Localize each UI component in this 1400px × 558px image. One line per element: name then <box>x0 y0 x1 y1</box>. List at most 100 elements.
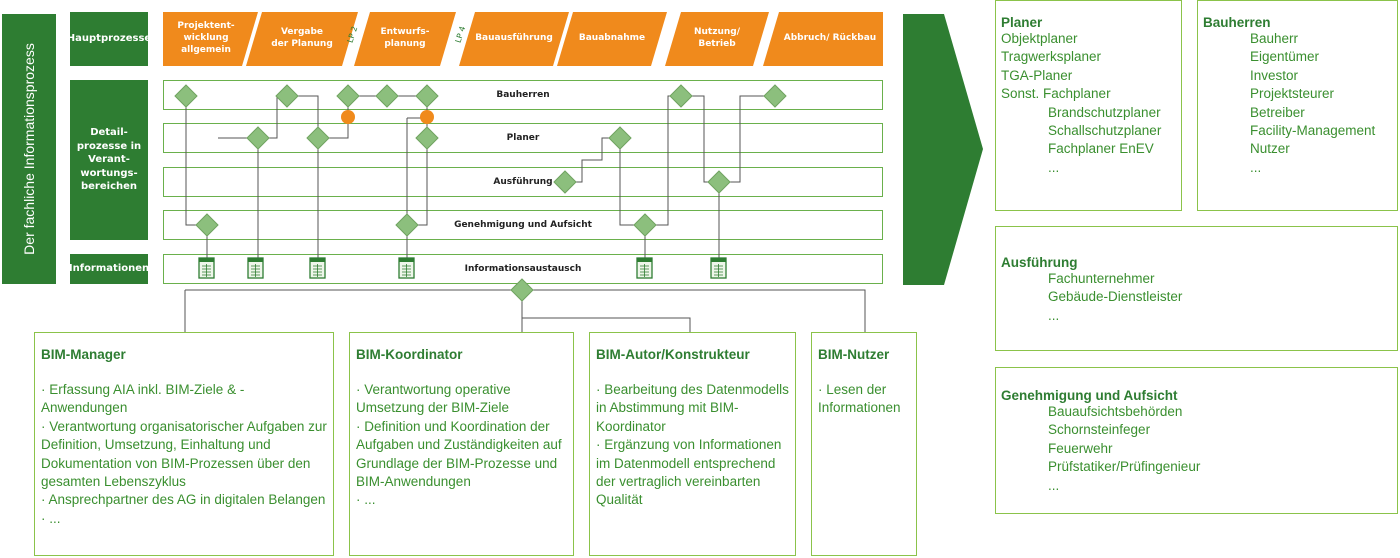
role-card-bauherren: Bauherren Bauherr Eigentümer Investor Pr… <box>1197 0 1398 211</box>
bim-card-line: · ... <box>356 492 376 508</box>
connector-line <box>645 95 681 226</box>
lane-genehmigung <box>163 210 883 240</box>
connector-line <box>185 96 207 226</box>
document-icon <box>309 257 326 279</box>
lane-label-text: Ausführung <box>493 177 553 187</box>
role-card-title: Ausführung <box>1001 255 1078 270</box>
role-card-ausfuehrung: Ausführung Fachunternehmer Gebäude-Diens… <box>995 226 1398 351</box>
phase-label-line: der Planung <box>271 39 333 49</box>
phase-chevron-2 <box>246 12 358 66</box>
diamond-node <box>415 84 439 108</box>
diamond-node <box>553 170 577 194</box>
lane-label-genehmigung: Genehmigung und Aufsicht <box>163 210 883 240</box>
bim-card-title: BIM-Nutzer <box>818 347 890 362</box>
document-icon <box>636 257 653 279</box>
role-card-title: Bauherren <box>1203 15 1271 30</box>
phase-chevron-5 <box>557 12 667 66</box>
lane-label-text: Genehmigung und Aufsicht <box>454 220 592 230</box>
phase-chevron-6 <box>665 12 769 66</box>
phase-nutzung: Nutzung/ Betrieb <box>678 12 756 66</box>
phase-chevron-1 <box>163 12 258 66</box>
phase-chevron-7 <box>763 12 883 66</box>
document-icons <box>198 257 727 279</box>
bim-card-manager: BIM-Manager · Erfassung AIA inkl. BIM-Zi… <box>34 332 334 556</box>
role-item: Prüfstatiker/Prüfingenieur <box>1048 459 1201 475</box>
role-item: Investor <box>1250 67 1299 83</box>
diamond-node <box>395 213 419 237</box>
role-card-planer: Planer Objektplaner Tragwerksplaner TGA-… <box>995 0 1182 211</box>
bim-card-line: · Definition und Koordination der Aufgab… <box>356 418 562 490</box>
big-green-arrow <box>903 14 983 285</box>
bim-card-autor: BIM-Autor/Konstrukteur · Bearbeitung des… <box>589 332 796 556</box>
lane-label-bauherren: Bauherren <box>163 80 883 110</box>
bim-card-koordinator: BIM-Koordinator · Verantwortung operativ… <box>349 332 574 556</box>
diamond-node <box>246 126 270 150</box>
role-item: Nutzer <box>1250 141 1290 157</box>
phase-bauausfuehrung: Bauausführung <box>475 33 553 44</box>
phase-entwurfsplanung: Entwurfs- planung <box>368 12 442 66</box>
detail-label-line: wortungs- <box>80 167 138 179</box>
phase-label-line: planung <box>384 39 426 49</box>
bim-card-line: · Erfassung AIA inkl. BIM-Ziele & -Anwen… <box>41 382 245 416</box>
detail-label-line: Verant- <box>88 154 130 166</box>
phase-chevron-3 <box>354 12 456 66</box>
milestone-circle <box>420 110 434 124</box>
lane-label-planer: Planer <box>163 123 883 153</box>
row-label-hauptprozesse: Hauptprozesse <box>67 12 151 66</box>
document-icon <box>710 257 727 279</box>
role-item: ... <box>1250 159 1262 175</box>
bim-card-line: · Lesen der Informationen <box>818 382 901 416</box>
phase-bauabnahme: Bauabnahme <box>578 33 646 44</box>
role-item: Bauaufsichtsbehörden <box>1048 404 1183 419</box>
phase-label-line: Projektent- <box>177 21 235 32</box>
bim-card-line: · Ansprechpartner des AG in digitalen Be… <box>41 492 326 508</box>
detail-label-line: Detail- <box>90 127 128 139</box>
row-label-informationen: Informationen <box>69 254 149 284</box>
role-item: Facility-Management <box>1250 123 1376 139</box>
lane-label-informationsaustausch: Informationsaustausch <box>163 254 883 284</box>
diamond-node <box>669 84 693 108</box>
diamond-node <box>510 278 534 302</box>
lane-label-ausfuehrung: Ausführung <box>163 167 883 197</box>
role-item: Fachplaner EnEV <box>1048 141 1154 157</box>
detail-label-line: prozesse in <box>76 140 142 152</box>
document-icon <box>198 257 215 279</box>
role-card-title: Genehmigung und Aufsicht <box>1001 388 1178 403</box>
role-item: Projektsteurer <box>1250 86 1335 102</box>
diamond-node <box>306 126 330 150</box>
diamond-node <box>275 84 299 108</box>
connector-line <box>522 289 866 332</box>
phase-label-line: Entwurfs- <box>380 27 430 38</box>
phase-projektentwicklung: Projektent- wicklung allgemein <box>170 12 242 66</box>
bim-card-line: · Ergänzung von Informationen im Datenmo… <box>596 437 782 508</box>
diamond-node <box>763 84 787 108</box>
role-item: Sonst. Fachplaner <box>1001 86 1111 102</box>
role-item: Brandschutzplaner <box>1048 104 1161 120</box>
lane-label-text: Bauherren <box>496 90 550 100</box>
connector-line <box>521 290 691 332</box>
document-icon <box>247 257 264 279</box>
lane-planer <box>163 123 883 153</box>
role-item: Eigentümer <box>1250 49 1320 65</box>
lane-informationsaustausch <box>163 254 883 284</box>
diamond-node <box>336 84 360 108</box>
diamond-node <box>707 170 731 194</box>
role-item: ... <box>1048 307 1060 323</box>
lane-label-text: Planer <box>506 133 540 143</box>
role-item: TGA-Planer <box>1001 67 1073 83</box>
role-item: ... <box>1048 159 1060 175</box>
phase-abbruch: Abbruch/ Rückbau <box>783 33 877 44</box>
phase-chevron-4 <box>459 12 569 66</box>
role-item: Schallschutzplaner <box>1048 123 1162 139</box>
diamond-node <box>195 213 219 237</box>
phase-chevrons <box>163 12 883 66</box>
bim-card-line: · Bearbeitung des Datenmodells in Abstim… <box>596 382 789 434</box>
role-item: Tragwerksplaner <box>1001 49 1102 65</box>
diamond-node <box>633 213 657 237</box>
phase-label-line: allgemein <box>181 44 231 55</box>
phase-label-line: Vergabe <box>280 27 324 38</box>
row-label-detailprozesse: Detail- prozesse in Verant- wortungs- be… <box>70 80 148 240</box>
connector-line <box>218 137 259 265</box>
diamond-node <box>608 126 632 150</box>
